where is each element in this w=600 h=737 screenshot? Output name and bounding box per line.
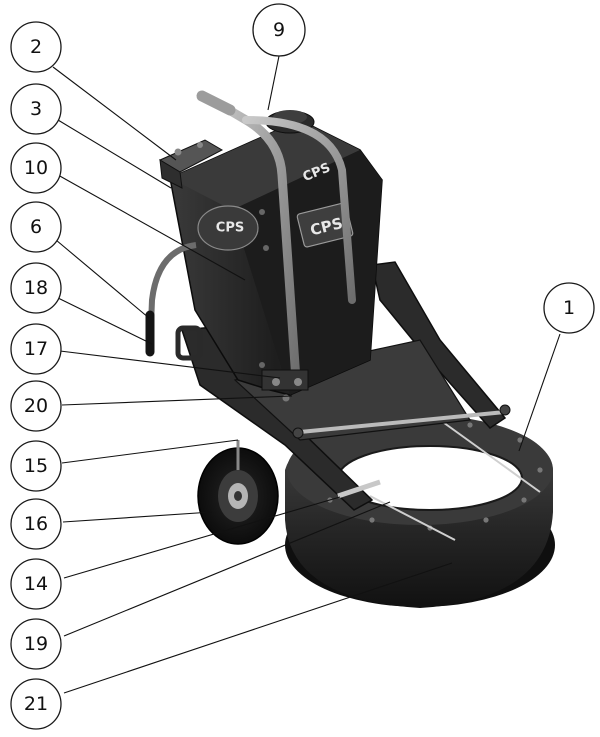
floor-grinder-illustration: CPS CPS CPS — [145, 90, 555, 608]
callout-label: 15 — [24, 455, 48, 477]
callout-label: 2 — [30, 36, 42, 58]
leader-15 — [61, 439, 239, 464]
callout-21: 21 — [10, 678, 62, 730]
leader-19 — [63, 501, 391, 637]
leader-14 — [63, 496, 341, 579]
callout-label: 17 — [24, 338, 48, 360]
leader-9 — [267, 55, 280, 111]
callout-label: 10 — [24, 157, 48, 179]
callout-14: 14 — [10, 558, 62, 610]
callout-17: 17 — [10, 323, 62, 375]
callout-6: 6 — [10, 201, 62, 253]
callout-label: 20 — [24, 395, 48, 417]
callout-18: 18 — [10, 262, 62, 314]
callout-20: 20 — [10, 380, 62, 432]
logo-badge-front: CPS — [296, 202, 354, 248]
callout-2: 2 — [10, 21, 62, 73]
callout-label: 14 — [24, 573, 48, 595]
control-box — [158, 139, 224, 189]
logo-text-side: CPS — [216, 221, 244, 236]
callout-16: 16 — [10, 498, 62, 550]
motor-housing: CPS CPS CPS — [145, 110, 383, 396]
callout-10: 10 — [10, 142, 62, 194]
leader-20 — [61, 395, 293, 406]
pad-shroud-ring — [285, 415, 555, 608]
leader-10 — [57, 174, 246, 281]
callout-15: 15 — [10, 440, 62, 492]
leader-16 — [62, 511, 213, 523]
leader-lines — [52, 55, 561, 694]
callout-label: 21 — [24, 693, 48, 715]
logo-badge-side: CPS — [197, 205, 259, 251]
callout-9: 9 — [252, 3, 306, 57]
callout-label: 9 — [273, 19, 285, 41]
callout-label: 6 — [30, 216, 42, 238]
wheel — [197, 440, 279, 545]
leader-1 — [518, 333, 561, 452]
callout-19: 19 — [10, 618, 62, 670]
handle-bar — [196, 90, 356, 385]
chassis-frame — [175, 261, 511, 511]
callout-bubbles: 9 2 3 10 6 18 17 20 — [10, 3, 595, 730]
leader-3 — [57, 119, 172, 189]
callout-1: 1 — [543, 282, 595, 334]
leader-21 — [63, 562, 453, 694]
callout-label: 19 — [24, 633, 48, 655]
callout-label: 16 — [24, 513, 48, 535]
callout-label: 18 — [24, 277, 48, 299]
callout-label: 1 — [563, 297, 575, 319]
callout-3: 3 — [10, 83, 62, 135]
leader-6 — [55, 239, 150, 319]
callout-label: 3 — [30, 98, 42, 120]
leader-18 — [55, 296, 153, 345]
leader-2 — [52, 66, 177, 161]
leader-17 — [59, 350, 281, 379]
